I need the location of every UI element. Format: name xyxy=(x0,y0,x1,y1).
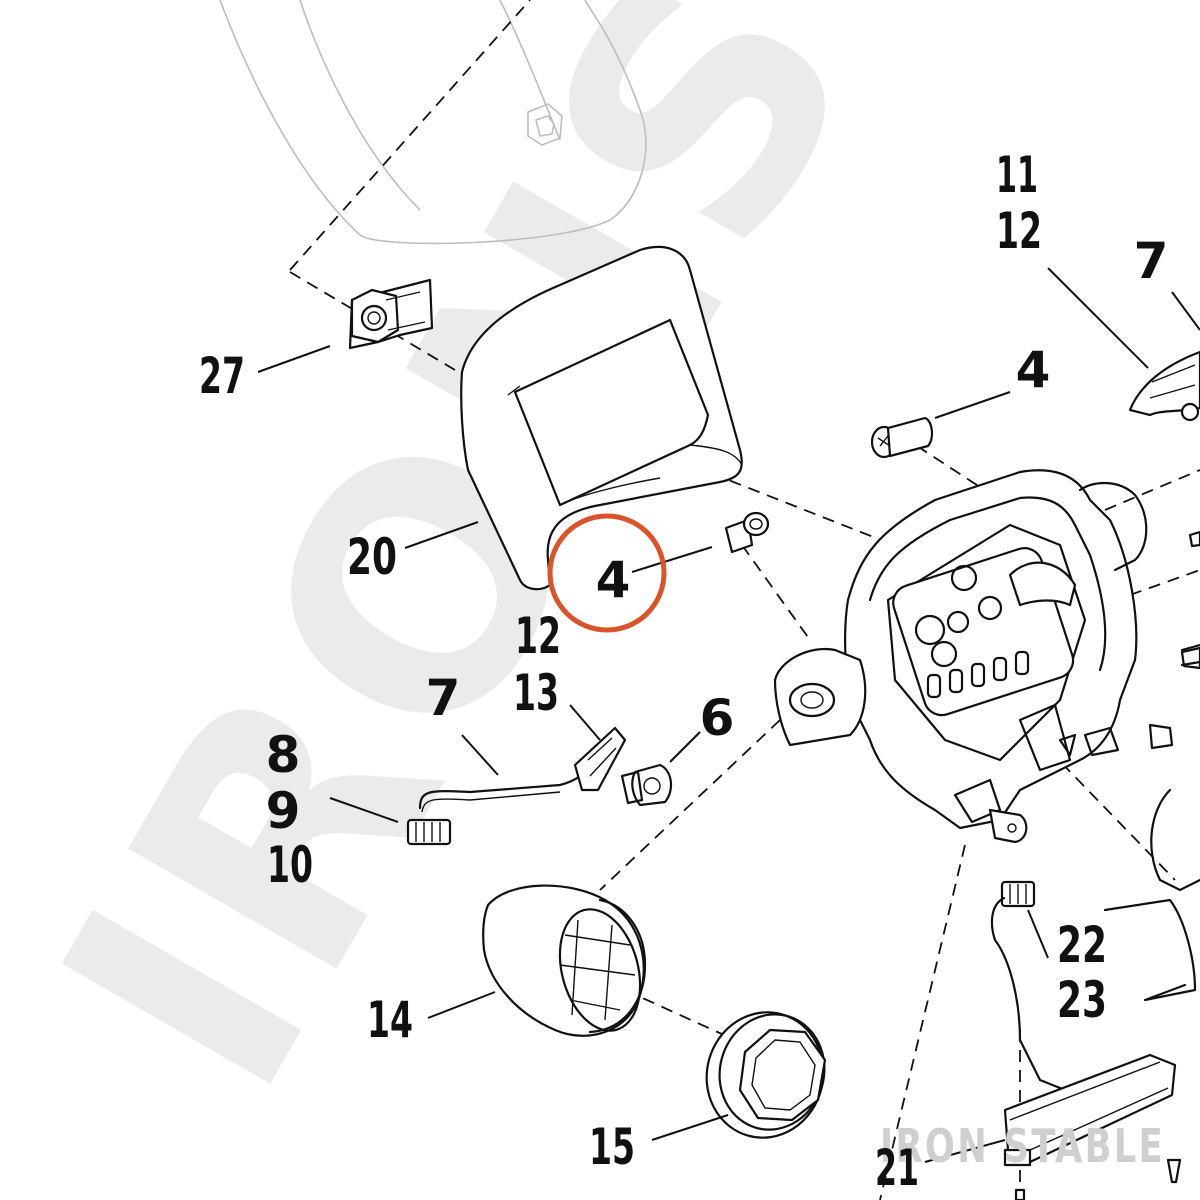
callout-13: 13 xyxy=(513,664,559,722)
brand-mark: IRON STABLE xyxy=(880,1119,1165,1173)
housing-pins xyxy=(926,650,1030,699)
callout-20: 20 xyxy=(347,528,397,586)
part-visor-frame xyxy=(460,245,743,591)
callout-8: 8 xyxy=(266,726,301,784)
callout-11: 11 xyxy=(996,146,1038,204)
part-light-bar xyxy=(1003,1053,1177,1167)
part-wiring-harness xyxy=(406,726,627,846)
callout-7-right: 7 xyxy=(1134,232,1169,290)
part-turn-signal-right xyxy=(1128,350,1200,422)
callout-10: 10 xyxy=(267,836,313,894)
callout-4-circled: 4 xyxy=(596,551,631,609)
highlight-circle xyxy=(547,513,667,633)
part-headlamp-housing xyxy=(844,469,1200,844)
callout-12-upper: 12 xyxy=(996,202,1042,260)
callout-14: 14 xyxy=(367,991,413,1049)
part-pin xyxy=(724,511,770,554)
callout-22: 22 xyxy=(1057,916,1107,974)
fasteners xyxy=(1014,530,1200,1200)
callout-21: 21 xyxy=(875,1139,919,1197)
fairing-outline xyxy=(219,0,647,245)
callout-7-left: 7 xyxy=(426,669,461,727)
part-bracket-nut xyxy=(348,278,434,350)
callout-6: 6 xyxy=(700,689,735,747)
part-lamp-bucket xyxy=(482,884,647,1037)
callout-9: 9 xyxy=(266,782,301,840)
part-side-mount xyxy=(773,647,867,747)
part-bezel-ring xyxy=(705,1011,827,1139)
leader-lines xyxy=(257,267,1200,1163)
callout-12-mid: 12 xyxy=(515,607,561,665)
part-bulb-socket xyxy=(620,763,673,807)
callout-23: 23 xyxy=(1057,971,1107,1029)
callout-labels: 27 20 4 4 11 12 7 12 13 7 6 8 9 10 14 15… xyxy=(199,146,1168,1197)
callout-4-upper: 4 xyxy=(1016,341,1051,399)
callout-15: 15 xyxy=(589,1118,635,1176)
callout-27: 27 xyxy=(199,347,245,405)
assembly-lines xyxy=(289,0,1200,1200)
part-fairing-right xyxy=(1058,733,1200,1002)
part-lead-connector xyxy=(990,880,1092,1102)
part-screw-upper xyxy=(870,416,934,459)
